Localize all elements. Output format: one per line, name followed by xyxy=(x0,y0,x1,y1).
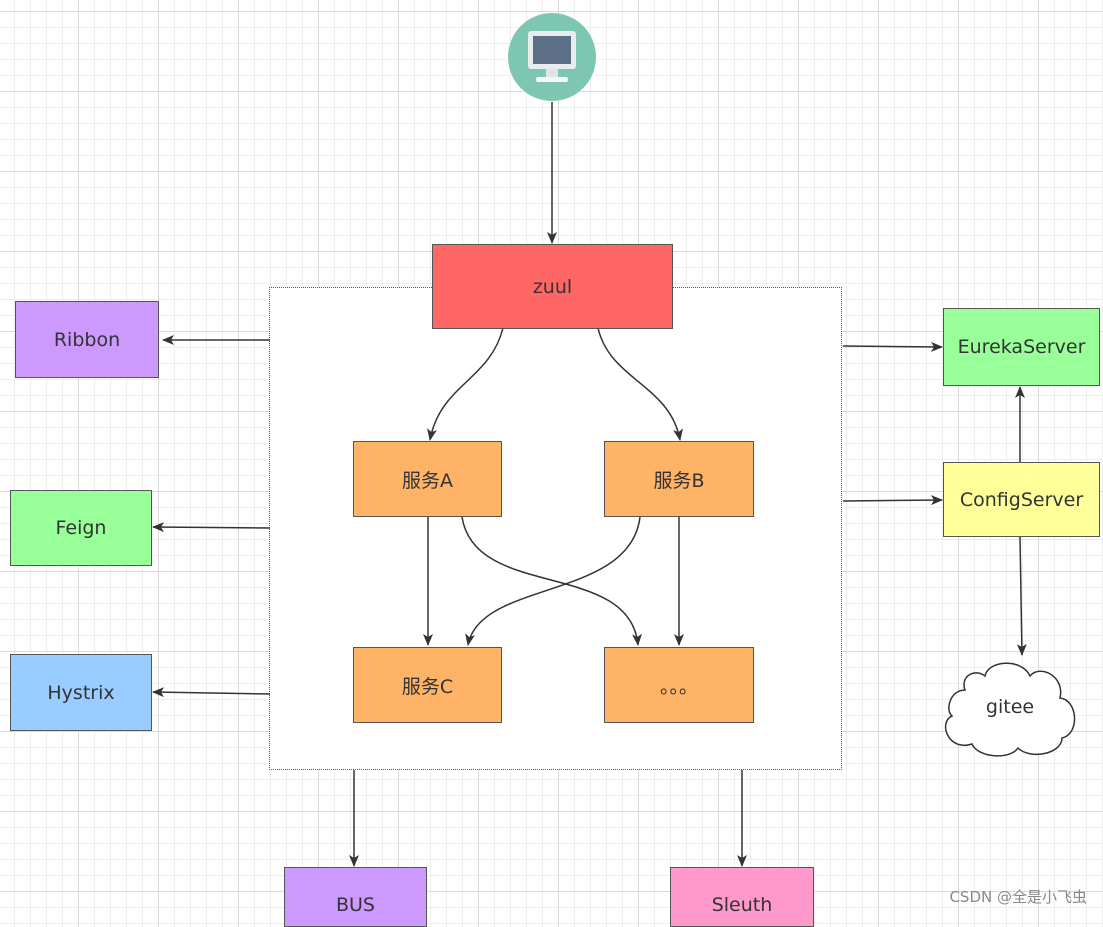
zuul-label: zuul xyxy=(532,275,573,298)
edge-boundary-hystrix xyxy=(152,687,271,698)
eureka-server-node: EurekaServer xyxy=(943,308,1100,386)
config-server-node: ConfigServer xyxy=(943,462,1100,537)
edge-boundary-config xyxy=(842,495,943,506)
service-a-node: 服务A xyxy=(353,441,502,517)
edge-zuul-service-b xyxy=(597,327,683,441)
feign-node: Feign xyxy=(10,490,152,566)
client-icon xyxy=(508,13,596,101)
sleuth-node: Sleuth xyxy=(670,867,814,927)
zuul-gateway-node: zuul xyxy=(432,244,673,329)
ribbon-node: Ribbon xyxy=(15,301,159,378)
edge-service-b-service-c xyxy=(465,516,641,646)
hystrix-label: Hystrix xyxy=(47,681,115,704)
service-more-label: 。。。 xyxy=(659,675,698,698)
desktop-monitor-icon xyxy=(528,31,576,82)
config-server-label: ConfigServer xyxy=(959,488,1084,511)
service-more-node: 。。。 xyxy=(604,647,754,723)
edge-config-gitee xyxy=(1016,536,1027,656)
edge-boundary-feign xyxy=(152,522,271,533)
bus-node: BUS xyxy=(284,867,427,927)
edge-boundary-eureka xyxy=(842,341,943,352)
feign-label: Feign xyxy=(55,517,107,539)
cloud-icon xyxy=(944,662,1076,757)
hystrix-node: Hystrix xyxy=(10,654,152,731)
service-b-node: 服务B xyxy=(604,441,754,517)
service-b-label: 服务B xyxy=(653,469,705,492)
gitee-label: gitee xyxy=(985,696,1035,718)
ribbon-label: Ribbon xyxy=(53,328,121,351)
service-c-label: 服务C xyxy=(401,675,454,698)
eureka-server-label: EurekaServer xyxy=(957,336,1086,358)
bus-label: BUS xyxy=(335,894,375,916)
edge-zuul-service-a xyxy=(427,327,504,441)
service-a-label: 服务A xyxy=(402,469,453,492)
sleuth-label: Sleuth xyxy=(711,894,773,916)
edge-service-a-service-more xyxy=(461,516,642,646)
watermark: CSDN @全是小飞虫 xyxy=(949,888,1087,906)
service-c-node: 服务C xyxy=(353,647,502,723)
